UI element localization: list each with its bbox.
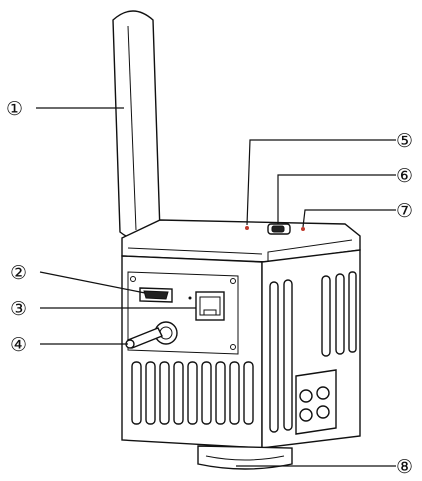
callout-5: ⑤ [396, 130, 413, 152]
callout-3: ③ [10, 298, 27, 320]
camera-side-face [261, 249, 361, 449]
front-cooling-fins [131, 361, 254, 425]
callout-1: ① [6, 98, 23, 120]
callout-7: ⑦ [396, 200, 413, 222]
callout-6: ⑥ [396, 165, 413, 187]
leader-lines [36, 107, 396, 467]
indicator-led-right [301, 227, 305, 231]
camera-top-face [121, 219, 361, 263]
indicator-led-left [245, 226, 249, 230]
power-jack [125, 321, 178, 349]
camera-front-face [121, 255, 263, 449]
antenna [112, 10, 161, 241]
callout-2: ② [10, 262, 27, 284]
hdmi-port [139, 287, 173, 303]
bottom-mount [197, 445, 293, 470]
callout-4: ④ [10, 334, 27, 356]
ethernet-port [188, 291, 225, 321]
callout-8: ⑧ [396, 456, 413, 478]
side-screw-panel [295, 369, 337, 435]
